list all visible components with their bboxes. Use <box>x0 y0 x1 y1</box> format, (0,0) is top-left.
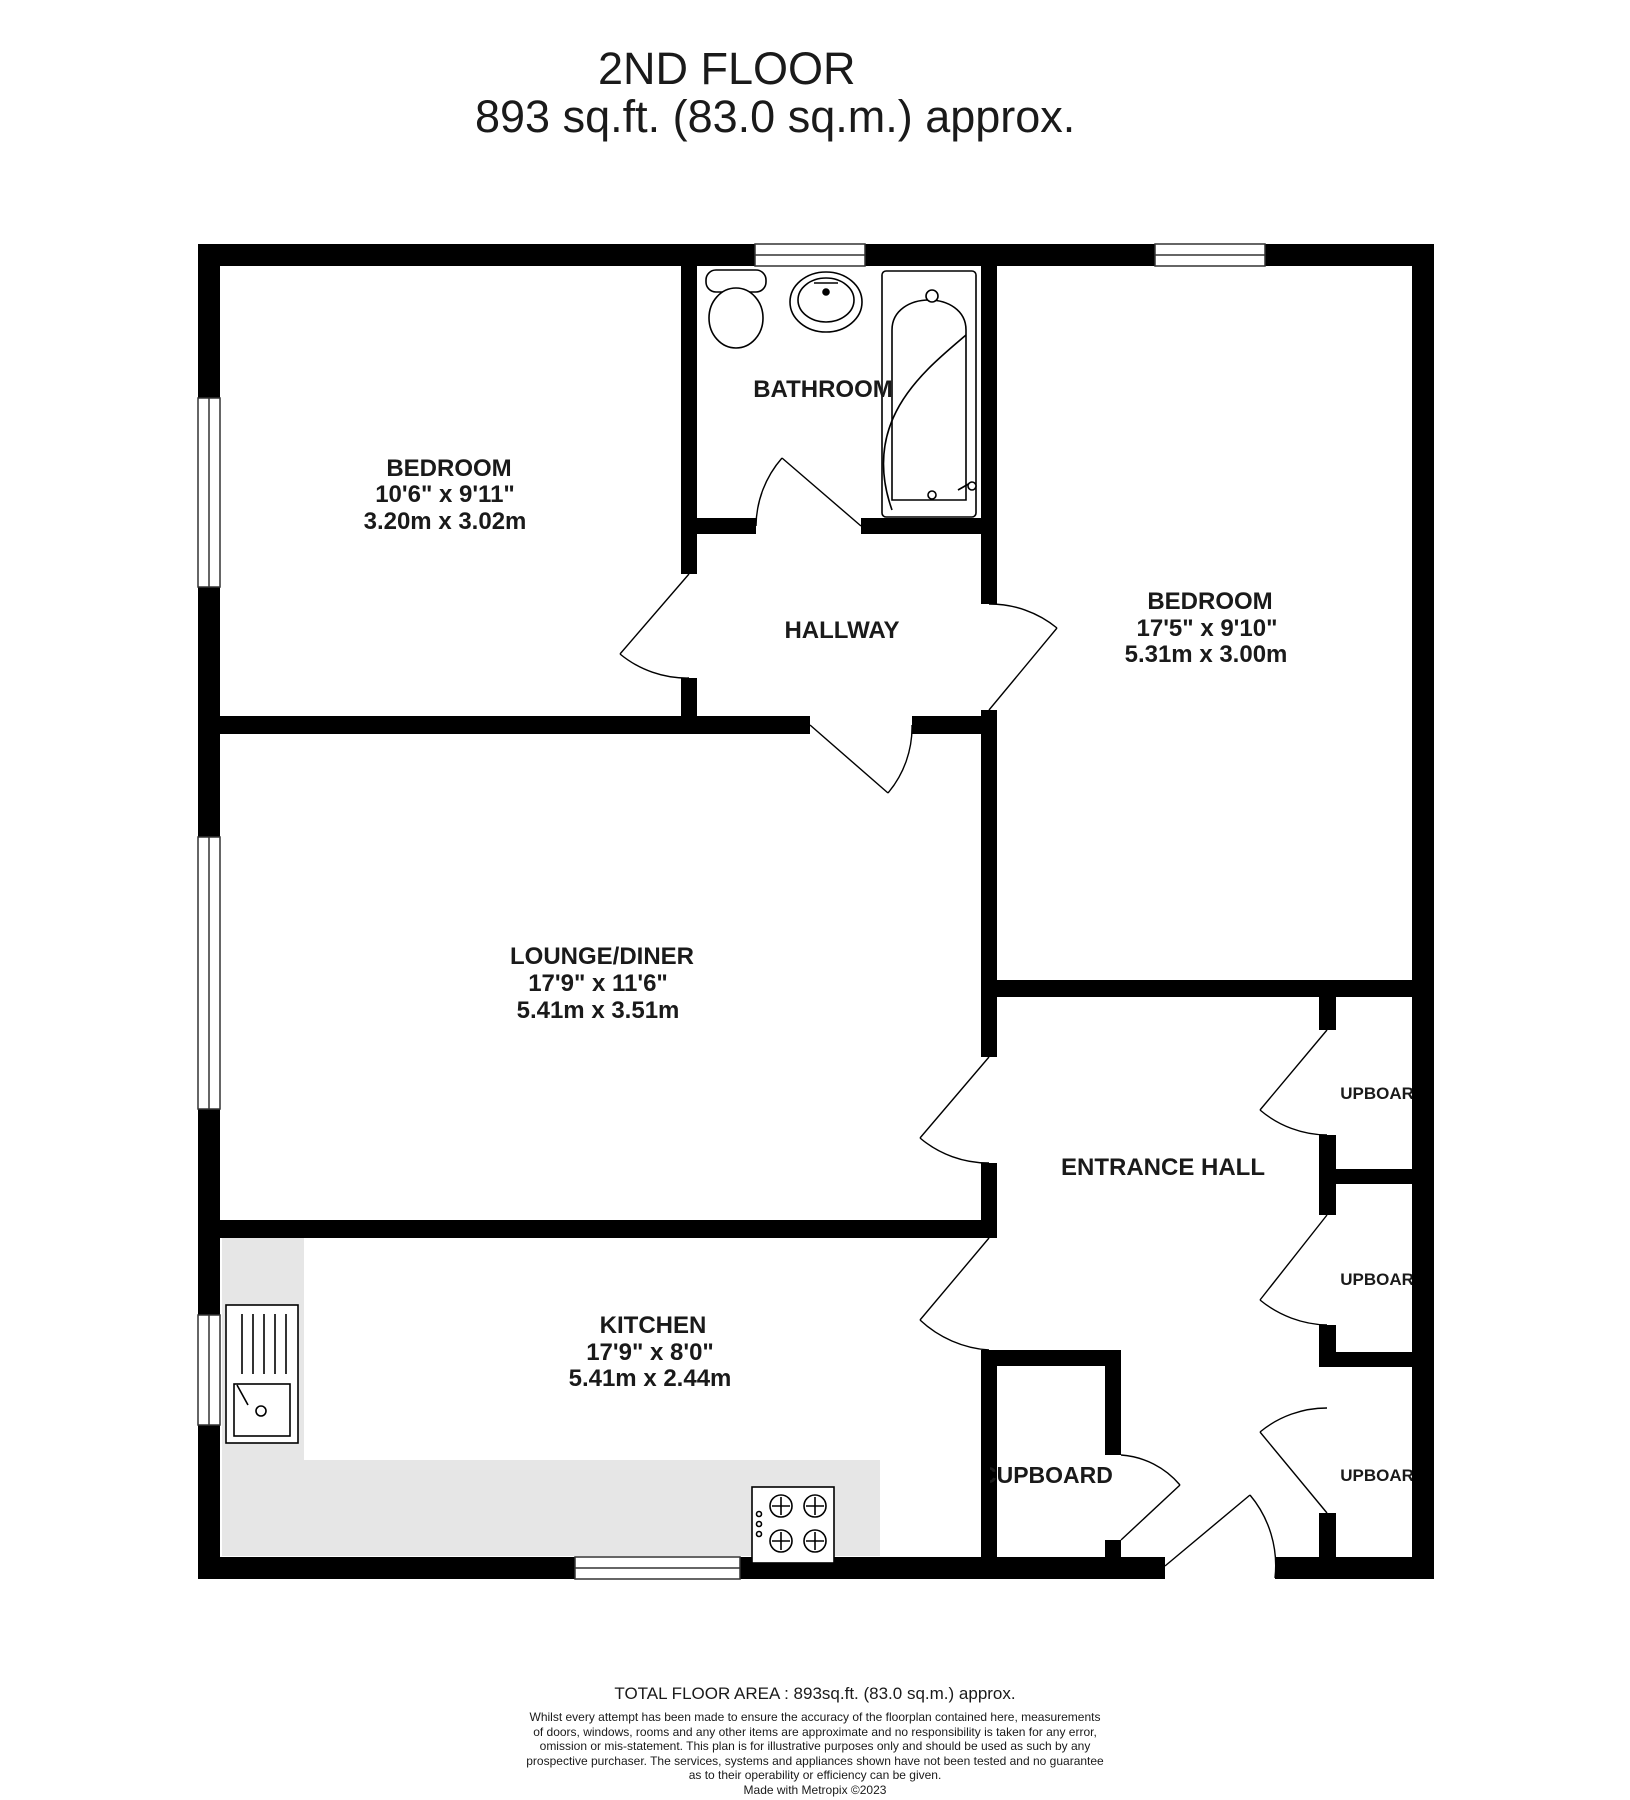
disclaimer-line: omission or mis-statement. This plan is … <box>539 1739 1091 1754</box>
walls <box>198 244 1434 1579</box>
kitchen-name: KITCHEN <box>600 1312 707 1339</box>
basin-icon <box>789 271 863 333</box>
disclaimer-line: as to their operability or efficiency ca… <box>688 1768 942 1783</box>
bathroom-label: BATHROOM <box>753 376 893 403</box>
disclaimer-line: prospective purchaser. The services, sys… <box>526 1753 1104 1768</box>
bedroom-1-name: BEDROOM <box>386 455 511 482</box>
cupboard-1-label: CUPBOARD <box>1328 1084 1426 1103</box>
floor-area: 893 sq.ft. (83.0 sq.m.) approx. <box>475 91 1076 142</box>
bedroom-1-imperial: 10'6" x 9'11" <box>375 481 515 508</box>
hallway-label: HALLWAY <box>784 617 899 644</box>
bath-icon <box>881 270 977 518</box>
cupboard-labels: CUPBOARD CUPBOARD CUPBOARD <box>1328 1084 1426 1485</box>
disclaimer-line: of doors, windows, rooms and any other i… <box>533 1724 1097 1739</box>
room-bedroom-2: BEDROOM 17'5" x 9'10" 5.31m x 3.00m <box>1125 588 1288 668</box>
room-kitchen: KITCHEN 17'9" x 8'0" 5.41m x 2.44m <box>569 1312 732 1392</box>
made-with-credit: Made with Metropix ©2023 <box>743 1782 887 1797</box>
bedroom-1-metric: 3.20m x 3.02m <box>364 508 527 535</box>
cupboard-4-label: CUPBOARD <box>980 1462 1113 1488</box>
room-lounge-diner: LOUNGE/DINER 17'9" x 11'6" 5.41m x 3.51m <box>510 943 694 1024</box>
entrance-hall-label: ENTRANCE HALL <box>1061 1154 1265 1181</box>
disclaimer: Whilst every attempt has been made to en… <box>0 1710 1630 1798</box>
lounge-imperial: 17'9" x 11'6" <box>528 970 668 997</box>
floor-title: 2ND FLOOR <box>598 43 856 94</box>
lounge-metric: 5.41m x 3.51m <box>517 997 680 1024</box>
lounge-name: LOUNGE/DINER <box>510 943 694 970</box>
windows <box>197 243 1266 1580</box>
kitchen-metric: 5.41m x 2.44m <box>569 1365 732 1392</box>
hob-icon <box>751 1486 835 1564</box>
room-bedroom-1: BEDROOM 10'6" x 9'11" 3.20m x 3.02m <box>364 455 527 535</box>
toilet-icon <box>705 269 767 349</box>
bedroom-2-imperial: 17'5" x 9'10" <box>1137 615 1278 642</box>
cupboard-3-label: CUPBOARD <box>1328 1466 1426 1485</box>
kitchen-imperial: 17'9" x 8'0" <box>586 1339 714 1366</box>
bedroom-2-name: BEDROOM <box>1147 588 1272 615</box>
cupboard-2-label: CUPBOARD <box>1328 1270 1426 1289</box>
total-floor-area: TOTAL FLOOR AREA : 893sq.ft. (83.0 sq.m.… <box>614 1684 1016 1703</box>
disclaimer-line: Whilst every attempt has been made to en… <box>529 1710 1101 1724</box>
doors <box>619 457 1328 1579</box>
bedroom-2-metric: 5.31m x 3.00m <box>1125 641 1288 668</box>
sink-icon <box>225 1304 299 1444</box>
